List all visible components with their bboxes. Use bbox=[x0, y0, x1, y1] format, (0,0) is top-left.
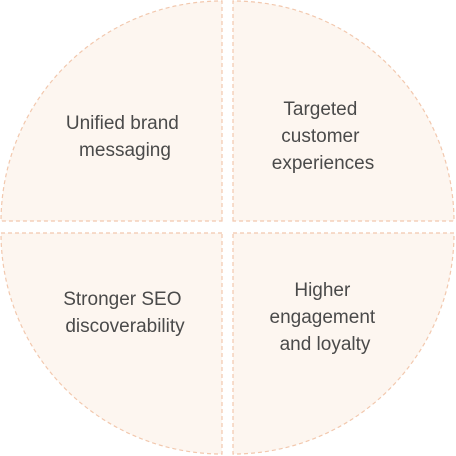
quadrant-label-line: discoverability bbox=[65, 316, 185, 337]
quadrant-label-bottom-left: Stronger SEO discoverability bbox=[63, 289, 187, 337]
quadrant-top-right bbox=[232, 0, 455, 222]
quadrant-bottom-right bbox=[232, 232, 455, 455]
quadrant-label-top-left: Unified brand messaging bbox=[66, 113, 184, 161]
quadrant-label-line: experiences bbox=[272, 153, 374, 174]
quadrant-label-line: Higher bbox=[294, 280, 351, 301]
quadrant-label-line: and loyalty bbox=[280, 334, 371, 355]
quadrant-label-line: Stronger SEO bbox=[63, 289, 181, 310]
quadrant-label-line: Targeted bbox=[283, 99, 357, 120]
quadrant-label-line: customer bbox=[281, 126, 360, 147]
quadrant-label-line: Unified brand bbox=[66, 113, 179, 134]
quadrant-label-bottom-right: Higher engagement and loyalty bbox=[270, 280, 381, 355]
quadrant-label-top-right: Targeted customer experiences bbox=[272, 99, 374, 174]
quadrant-label-line: messaging bbox=[79, 140, 171, 161]
quadrant-label-line: engagement bbox=[270, 307, 376, 328]
quadrant-top-left bbox=[0, 0, 223, 222]
quadrant-bottom-left bbox=[0, 232, 223, 455]
